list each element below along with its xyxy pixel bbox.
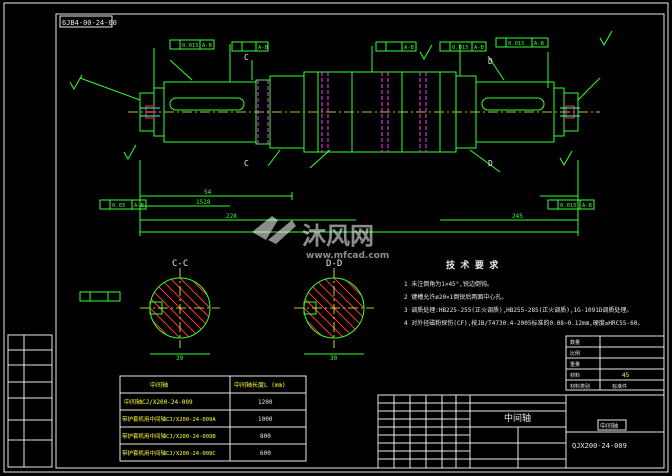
- svg-text:A-B: A-B: [534, 41, 545, 47]
- inner-frame: [55, 13, 665, 469]
- svg-text:C-C: C-C: [172, 259, 188, 269]
- svg-text:A-B: A-B: [404, 45, 415, 51]
- shaft-main-view: [128, 71, 600, 153]
- svg-text:245: 245: [512, 213, 523, 220]
- svg-text:材料类别: 材料类别: [570, 383, 590, 390]
- table-row-length: 1000: [258, 416, 273, 423]
- right-keyway: [481, 97, 545, 111]
- svg-text:比例: 比例: [570, 350, 580, 357]
- table-row-length: 600: [260, 450, 271, 457]
- svg-text:A-B: A-B: [474, 45, 485, 51]
- svg-text:0.015: 0.015: [508, 41, 525, 47]
- left-revision-strip: [7, 334, 53, 468]
- tolerance-frames: 0.015 A-B A-B A-B 0.015 A-B 0.015 A-B 0.…: [99, 37, 595, 210]
- svg-text:标准件: 标准件: [612, 383, 627, 390]
- corner-code-box: [59, 15, 113, 28]
- svg-text:0.03: 0.03: [112, 203, 125, 209]
- svg-text:数量: 数量: [570, 339, 580, 346]
- svg-text:54: 54: [204, 189, 212, 196]
- roughness-symbols: [69, 30, 613, 167]
- svg-text:D: D: [488, 159, 493, 168]
- section-d-d: D-D 30: [294, 259, 374, 362]
- watermark-brand: 沐风网: [302, 222, 374, 250]
- outer-frame: [3, 2, 669, 473]
- table-row-name: 带护套机用中间轴CJ/X200-24-009B: [122, 432, 216, 440]
- svg-text:0.015: 0.015: [452, 45, 469, 51]
- svg-text:A-B: A-B: [258, 45, 269, 51]
- table-row-name: 带护套机用中间轴CJ/X200-24-009A: [122, 415, 216, 423]
- tech-item-1: 1 未注倒角为1×45°,锐边倒钝。: [404, 280, 493, 288]
- section-c-c: C-C 39: [79, 259, 220, 362]
- technical-requirements: 技 术 要 求 1 未注倒角为1×45°,锐边倒钝。 2 键槽允许ø20×1倒锐…: [404, 259, 643, 327]
- tech-item-4: 4 对外径磁粉探伤(CF),按JB/T4730.4-2005标准的0.08~0.…: [404, 319, 643, 327]
- table-row-length: 1200: [258, 399, 273, 406]
- svg-text:0.015: 0.015: [560, 203, 577, 209]
- table-row-length: 800: [260, 433, 271, 440]
- table-row-name: 中间轴CJ/X200-24-009: [124, 398, 193, 406]
- table-row-name: 带护套机用中间轴CJ/X200-24-009C: [122, 449, 216, 457]
- svg-text:重量: 重量: [570, 361, 580, 368]
- svg-text:A-B: A-B: [134, 203, 145, 209]
- svg-text:材料: 材料: [570, 372, 580, 379]
- table-header-shaft: 中间轴: [150, 381, 168, 389]
- svg-text:A-B: A-B: [202, 43, 213, 49]
- left-keyway: [169, 97, 245, 111]
- title-block: 数量 比例 重量 材料 材料类别 45 标准件 中间轴 中间轴 QJX200-2…: [377, 335, 665, 469]
- dimension-lines: 54 1528 228 245: [79, 44, 601, 236]
- svg-text:228: 228: [226, 213, 237, 220]
- svg-text:C: C: [244, 159, 249, 168]
- corner-code: 6JB4-00-24-00: [62, 19, 117, 27]
- svg-text:30: 30: [330, 355, 338, 362]
- svg-text:0.015: 0.015: [182, 43, 199, 49]
- material-value: 45: [622, 372, 630, 379]
- svg-text:D-D: D-D: [326, 259, 342, 269]
- svg-text:A-B: A-B: [582, 203, 593, 209]
- tech-title: 技 术 要 求: [446, 259, 499, 271]
- watermark-url: www.mfcad.com: [306, 251, 389, 261]
- watermark-logo-icon: [252, 216, 296, 244]
- table-header-length: 中间轴长度L (mm): [234, 381, 286, 389]
- part-name: 中间轴: [504, 412, 531, 424]
- svg-text:C: C: [244, 53, 249, 62]
- spec-table: 中间轴 中间轴长度L (mm) 中间轴CJ/X200-24-009 1200 带…: [119, 375, 307, 462]
- drawing-code: QJX200-24-009: [572, 442, 627, 450]
- svg-text:D: D: [488, 57, 493, 66]
- watermark: 沐风网 www.mfcad.com: [252, 216, 389, 261]
- svg-text:39: 39: [176, 355, 184, 362]
- tech-item-2: 2 键槽允许ø20×1倒锐后两面中心孔。: [404, 293, 507, 301]
- tech-item-3: 3 调质处理:HB225-255(正火调质),HB255-285(正火调质),1…: [404, 306, 632, 314]
- svg-text:1528: 1528: [196, 199, 211, 206]
- part-name-small: 中间轴: [600, 422, 618, 430]
